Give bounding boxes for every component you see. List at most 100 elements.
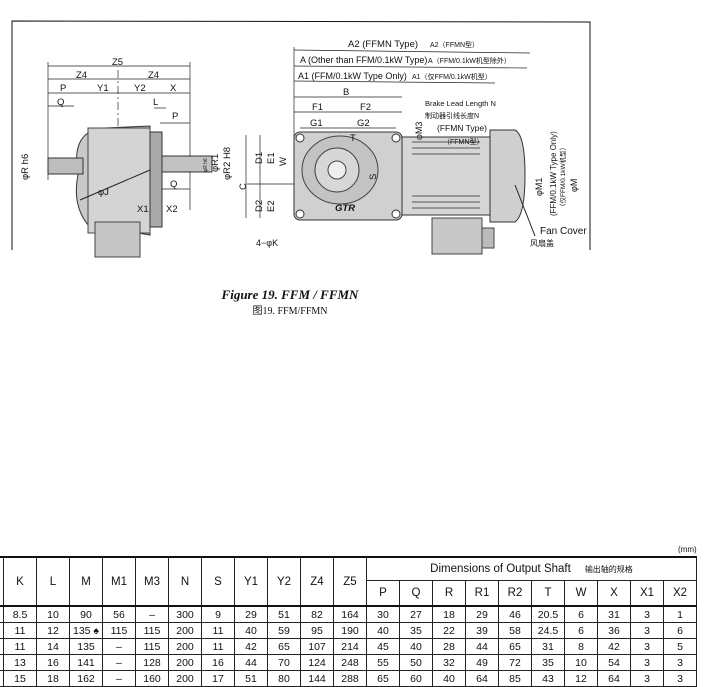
- table-cell: 11: [3, 622, 37, 639]
- dim-a2-cn: A2（FFMN型）: [430, 40, 479, 49]
- table-cell: 24.5: [531, 622, 565, 639]
- dim-f1: F1: [312, 102, 323, 113]
- column-header-x1: X1: [630, 580, 664, 607]
- table-cell: 65: [498, 638, 532, 655]
- column-header-m1: M1: [102, 556, 136, 607]
- table-cell: 17: [201, 670, 235, 687]
- table-cell: 248: [333, 654, 367, 671]
- table-cell: 60: [399, 670, 433, 687]
- column-header-y1: Y1: [234, 556, 268, 607]
- table-cell: 8: [564, 638, 598, 655]
- dim-g1: G1: [310, 118, 323, 129]
- dim-l: L: [153, 97, 158, 108]
- table-cell: 45: [366, 638, 400, 655]
- table-cell: 40: [234, 622, 268, 639]
- dim-w: W: [278, 157, 289, 166]
- table-cell: 31: [531, 638, 565, 655]
- column-header-n: N: [168, 556, 202, 607]
- unit-label: (mm): [678, 545, 697, 554]
- drawing-frame: [11, 20, 591, 250]
- table-cell: 3: [630, 670, 664, 687]
- shaft-group-title: Dimensions of Output Shaft: [430, 563, 571, 575]
- dim-y2: Y2: [134, 83, 146, 94]
- table-cell: 200: [168, 638, 202, 655]
- table-cell: 64: [465, 670, 499, 687]
- ffmn-type-label-cn: （FFMN型）: [443, 137, 483, 146]
- table-cell: 135 ♠: [69, 622, 103, 639]
- table-cell: 11: [3, 638, 37, 655]
- table-cell: 1: [663, 605, 697, 623]
- dim-g2: G2: [357, 118, 370, 129]
- figure-caption-cn: 图19. FFM/FFMN: [252, 306, 328, 317]
- dim-x2: X2: [166, 204, 178, 215]
- table-cell: 18: [432, 605, 466, 623]
- table-cell: 85: [498, 670, 532, 687]
- table-cell: 44: [465, 638, 499, 655]
- dim-r-h6: φR h6: [20, 154, 31, 180]
- dim-a1: A1 (FFM/0.1kW Type Only): [298, 71, 407, 81]
- table-cell: 200: [168, 654, 202, 671]
- dim-m1-note: (FFM/0.1kW Type Only): [549, 131, 558, 216]
- table-cell: 11: [201, 638, 235, 655]
- table-cell: 82: [300, 605, 334, 623]
- front-view: [245, 47, 536, 255]
- table-cell: 65: [267, 638, 301, 655]
- column-header-z4: Z4: [300, 556, 334, 607]
- dim-z4-right: Z4: [148, 70, 159, 81]
- table-cell: 56: [102, 605, 136, 623]
- table-cell: 16: [201, 654, 235, 671]
- dim-e2: E2: [266, 200, 277, 212]
- column-header-r1: R1: [465, 580, 499, 607]
- table-cell: 55: [366, 654, 400, 671]
- table-cell: 58: [498, 622, 532, 639]
- table-cell: –: [135, 605, 169, 623]
- table-cell: 35: [531, 654, 565, 671]
- table-cell: 11: [201, 622, 235, 639]
- table-cell: 164: [333, 605, 367, 623]
- table-cell: 288: [333, 670, 367, 687]
- table-cell: 214: [333, 638, 367, 655]
- table-cell: 64: [597, 670, 631, 687]
- table-cell: 70: [267, 654, 301, 671]
- dim-e1: E1: [266, 152, 277, 164]
- table-cell: 3: [663, 670, 697, 687]
- table-cell: –: [102, 654, 136, 671]
- table-cell: 30: [366, 605, 400, 623]
- column-header-k: K: [3, 556, 37, 607]
- table-cell: 40: [399, 638, 433, 655]
- table-cell: 40: [432, 670, 466, 687]
- dim-p-left: P: [60, 83, 66, 94]
- side-view: [47, 62, 213, 258]
- table-cell: 6: [663, 622, 697, 639]
- table-cell: 115: [135, 622, 169, 639]
- table-cell: 6: [564, 622, 598, 639]
- table-cell: 3: [663, 654, 697, 671]
- dimension-drawing: Z5 Z4 Z4 P Y1 Y2 X Q L P φR h6 φJ φR h6 …: [11, 20, 591, 258]
- fan-cover-label: Fan Cover: [540, 226, 587, 237]
- dim-a: A (Other than FFM/0.1kW Type): [300, 55, 427, 65]
- table-cell: 162: [69, 670, 103, 687]
- table-cell: 27: [399, 605, 433, 623]
- table-cell: 135: [69, 638, 103, 655]
- dim-p-right: P: [172, 111, 178, 122]
- dim-a-cn: A（FFM/0.1kW机型除外）: [428, 56, 511, 65]
- table-cell: 14: [36, 638, 70, 655]
- dim-a1-cn: A1（仅FFM/0.1kW机型）: [412, 72, 492, 81]
- column-header-r2: R2: [498, 580, 532, 607]
- dim-m1-note-cn: （仅FFM/0.1kW机型）: [558, 144, 567, 210]
- brake-lead-label-cn: 制动器引线长度N: [425, 111, 479, 120]
- table-cell: 3: [630, 622, 664, 639]
- dim-d2: D2: [254, 200, 265, 212]
- column-header-q: Q: [399, 580, 433, 607]
- table-cell: 20.5: [531, 605, 565, 623]
- dim-b: B: [343, 87, 349, 98]
- table-cell: 90: [69, 605, 103, 623]
- table-cell: 46: [498, 605, 532, 623]
- table-cell: 12: [564, 670, 598, 687]
- table-cell: 36: [597, 622, 631, 639]
- table-cell: 15: [3, 670, 37, 687]
- dim-m: φM: [569, 179, 579, 192]
